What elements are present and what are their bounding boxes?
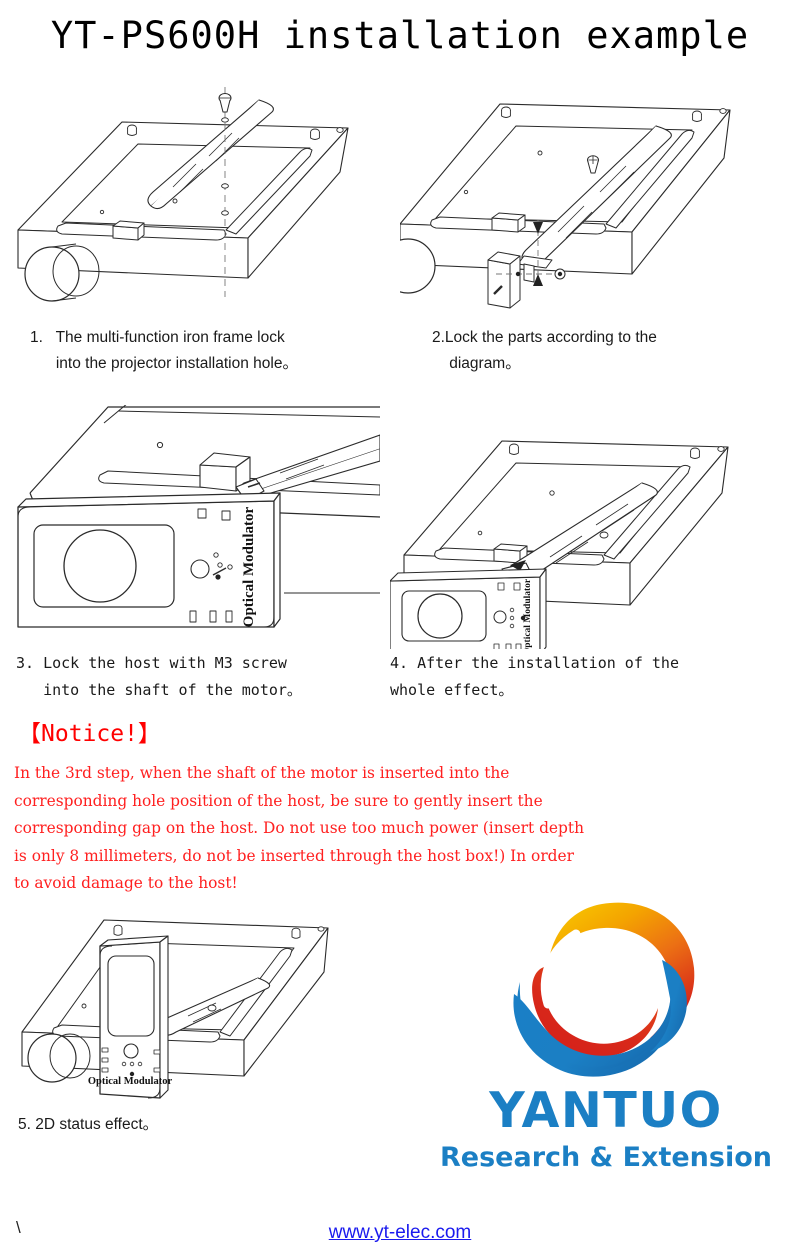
device-label-figure-4: Optical Modulator [523,578,533,649]
step-3-line-2: into the shaft of the motor。 [16,681,302,699]
page-title: YT-PS600H installation example [50,14,750,57]
step-5-caption: 5. 2D status effect。 [18,1112,318,1138]
yantuo-logo-icon [498,898,713,1088]
step-2-line-1: 2.Lock the parts according to the [432,329,657,346]
notice-line-3: corresponding gap on the host. Do not us… [14,819,584,837]
device-label-figure-3: Optical Modulator [241,506,257,627]
device-label-figure-5: Optical Modulator [88,1076,173,1087]
brand-name: YANTUO [489,1082,723,1139]
figure-4-projector-with-modulator-installed: Optical Modulator [390,405,790,649]
notice-line-5: to avoid damage to the host! [14,874,238,892]
website-link[interactable]: www.yt-elec.com [328,1222,472,1243]
notice-heading: 【Notice!】 [18,721,161,747]
corner-mark: \ [16,1218,21,1237]
step-4-line-2: whole effect。 [390,681,514,699]
step-1-line-1: 1. The multi-function iron frame lock [30,329,285,346]
figure-5-projector-2d-status-effect: Optical Modulator [12,898,362,1114]
step-4-caption: 4. After the installation of the whole e… [390,650,790,704]
figure-3-modulator-host-closeup-with-m3-screw: Optical Modulator [8,405,380,649]
figure-2-projector-with-parts-locked: A [400,82,792,320]
brand-block: YANTUO Research & Extension [420,898,792,1198]
svg-text:A: A [534,279,540,289]
step-4-line-1: 4. After the installation of the [390,654,679,672]
figure-1-projector-with-iron-frame-exploded [10,82,390,320]
step-1-caption: 1. The multi-function iron frame lock in… [30,325,410,377]
notice-line-1: In the 3rd step, when the shaft of the m… [14,764,510,782]
brand-tagline: Research & Extension [440,1142,772,1173]
step-2-line-2: diagram。 [432,355,521,372]
notice-body: In the 3rd step, when the shaft of the m… [14,760,789,898]
step-2-caption: 2.Lock the parts according to the diagra… [432,325,792,377]
notice-line-2: corresponding hole position of the host,… [14,791,543,810]
step-1-line-2: into the projector installation hole。 [30,355,298,372]
step-3-line-1: 3. Lock the host with M3 screw [16,654,287,672]
notice-line-4: is only 8 millimeters, do not be inserte… [14,846,574,865]
step-3-caption: 3. Lock the host with M3 screw into the … [16,650,396,704]
step-5-line-1: 5. 2D status effect。 [18,1116,159,1133]
